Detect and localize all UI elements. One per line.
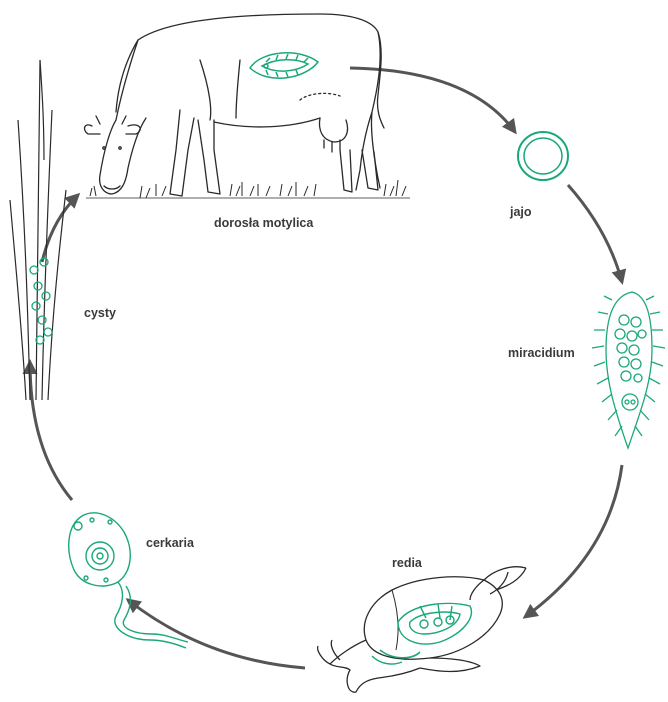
cysts-icon (30, 258, 52, 344)
arrow-egg-to-miracidium (568, 185, 622, 282)
snail-icon (318, 567, 526, 692)
label-miracidium: miracidium (508, 346, 575, 360)
label-cysts: cysty (84, 306, 116, 320)
arrow-miracidium-to-redia (525, 465, 622, 617)
label-redia: redia (392, 556, 422, 570)
label-adult-fluke: dorosła motylica (214, 216, 313, 230)
label-cercaria: cerkaria (146, 536, 194, 550)
redia-icon (372, 603, 471, 664)
grass-icon (86, 180, 410, 198)
cow-icon (85, 14, 384, 196)
grass-with-cysts-icon (10, 60, 66, 400)
adult-fluke-icon (250, 53, 318, 78)
label-egg: jajo (510, 205, 532, 219)
egg-icon (518, 132, 568, 180)
cycle-arrows (30, 68, 622, 668)
miracidium-icon (592, 292, 665, 448)
